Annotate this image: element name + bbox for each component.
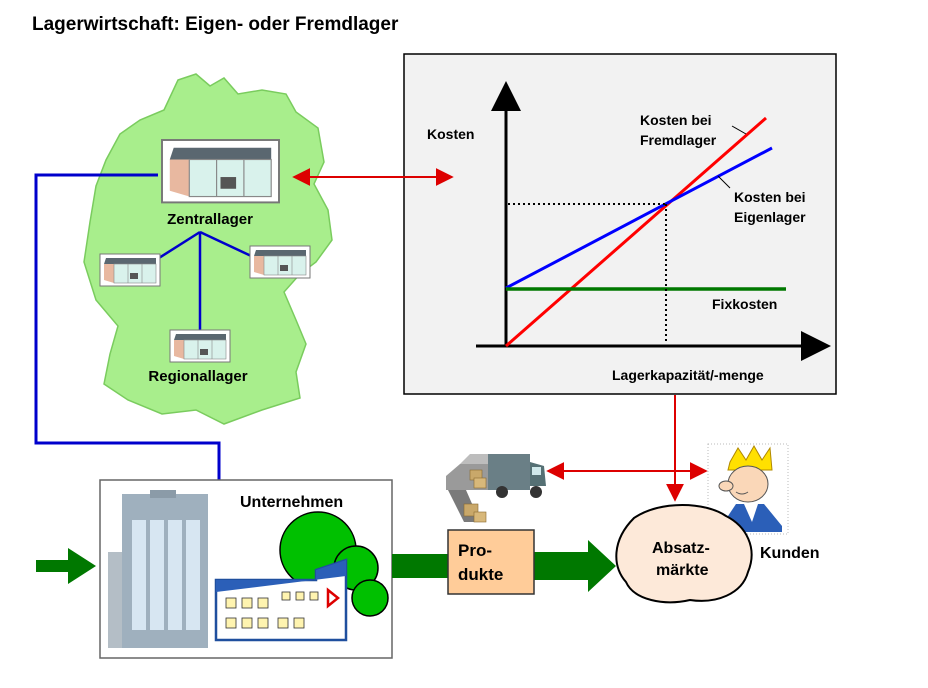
page-title: Lagerwirtschaft: Eigen- oder Fremdlager: [32, 14, 399, 35]
kunden-label: Kunden: [760, 545, 820, 562]
flow-arrows: [36, 540, 616, 592]
eigen-label-line2: Eigenlager: [734, 209, 806, 225]
fremd-label-line1: Kosten bei: [640, 112, 712, 128]
factory-icon: [214, 558, 348, 642]
office-building-icon: [108, 490, 208, 648]
regional-warehouse-icon-left: [99, 253, 161, 287]
regionallager-label: Regionallager: [148, 368, 247, 385]
flow-arrow-to-absatz: [534, 540, 616, 592]
flow-arrow-to-produkte: [392, 554, 448, 578]
customer-icon: [707, 443, 789, 535]
unternehmen-label: Unternehmen: [240, 494, 343, 511]
fremdlager-cost-line: [505, 116, 767, 348]
fremd-label-line2: Fremdlager: [640, 132, 717, 148]
produkte-box: [447, 529, 535, 595]
inbound-flow-arrow: [36, 548, 96, 584]
chart-panel: [403, 53, 837, 395]
zentrallager-label: Zentrallager: [167, 211, 253, 228]
produkte-label-line1: Pro-: [458, 541, 492, 560]
eigen-label-pointer: [717, 175, 731, 189]
produkte-label-line2: dukte: [458, 565, 503, 584]
eigen-label-line1: Kosten bei: [734, 189, 806, 205]
absatz-label-line1: Absatz-: [652, 540, 710, 557]
connector-zentral-unternehmen: [34, 173, 221, 492]
regional-warehouse-icon-right: [249, 245, 311, 279]
fixkosten-label: Fixkosten: [712, 296, 777, 312]
chart-ylabel: Kosten: [427, 126, 474, 142]
eigenlager-cost-line: [505, 146, 773, 290]
chart-xlabel: Lagerkapazität/-menge: [612, 367, 764, 383]
regional-warehouse-icon-bottom: [169, 329, 231, 363]
absatz-label-line2: märkte: [656, 562, 709, 579]
truck-icon: [446, 454, 546, 523]
absatz-blob: [615, 504, 753, 604]
zentrallager-warehouse-icon: [161, 139, 280, 204]
fremd-label-pointer: [731, 125, 747, 135]
